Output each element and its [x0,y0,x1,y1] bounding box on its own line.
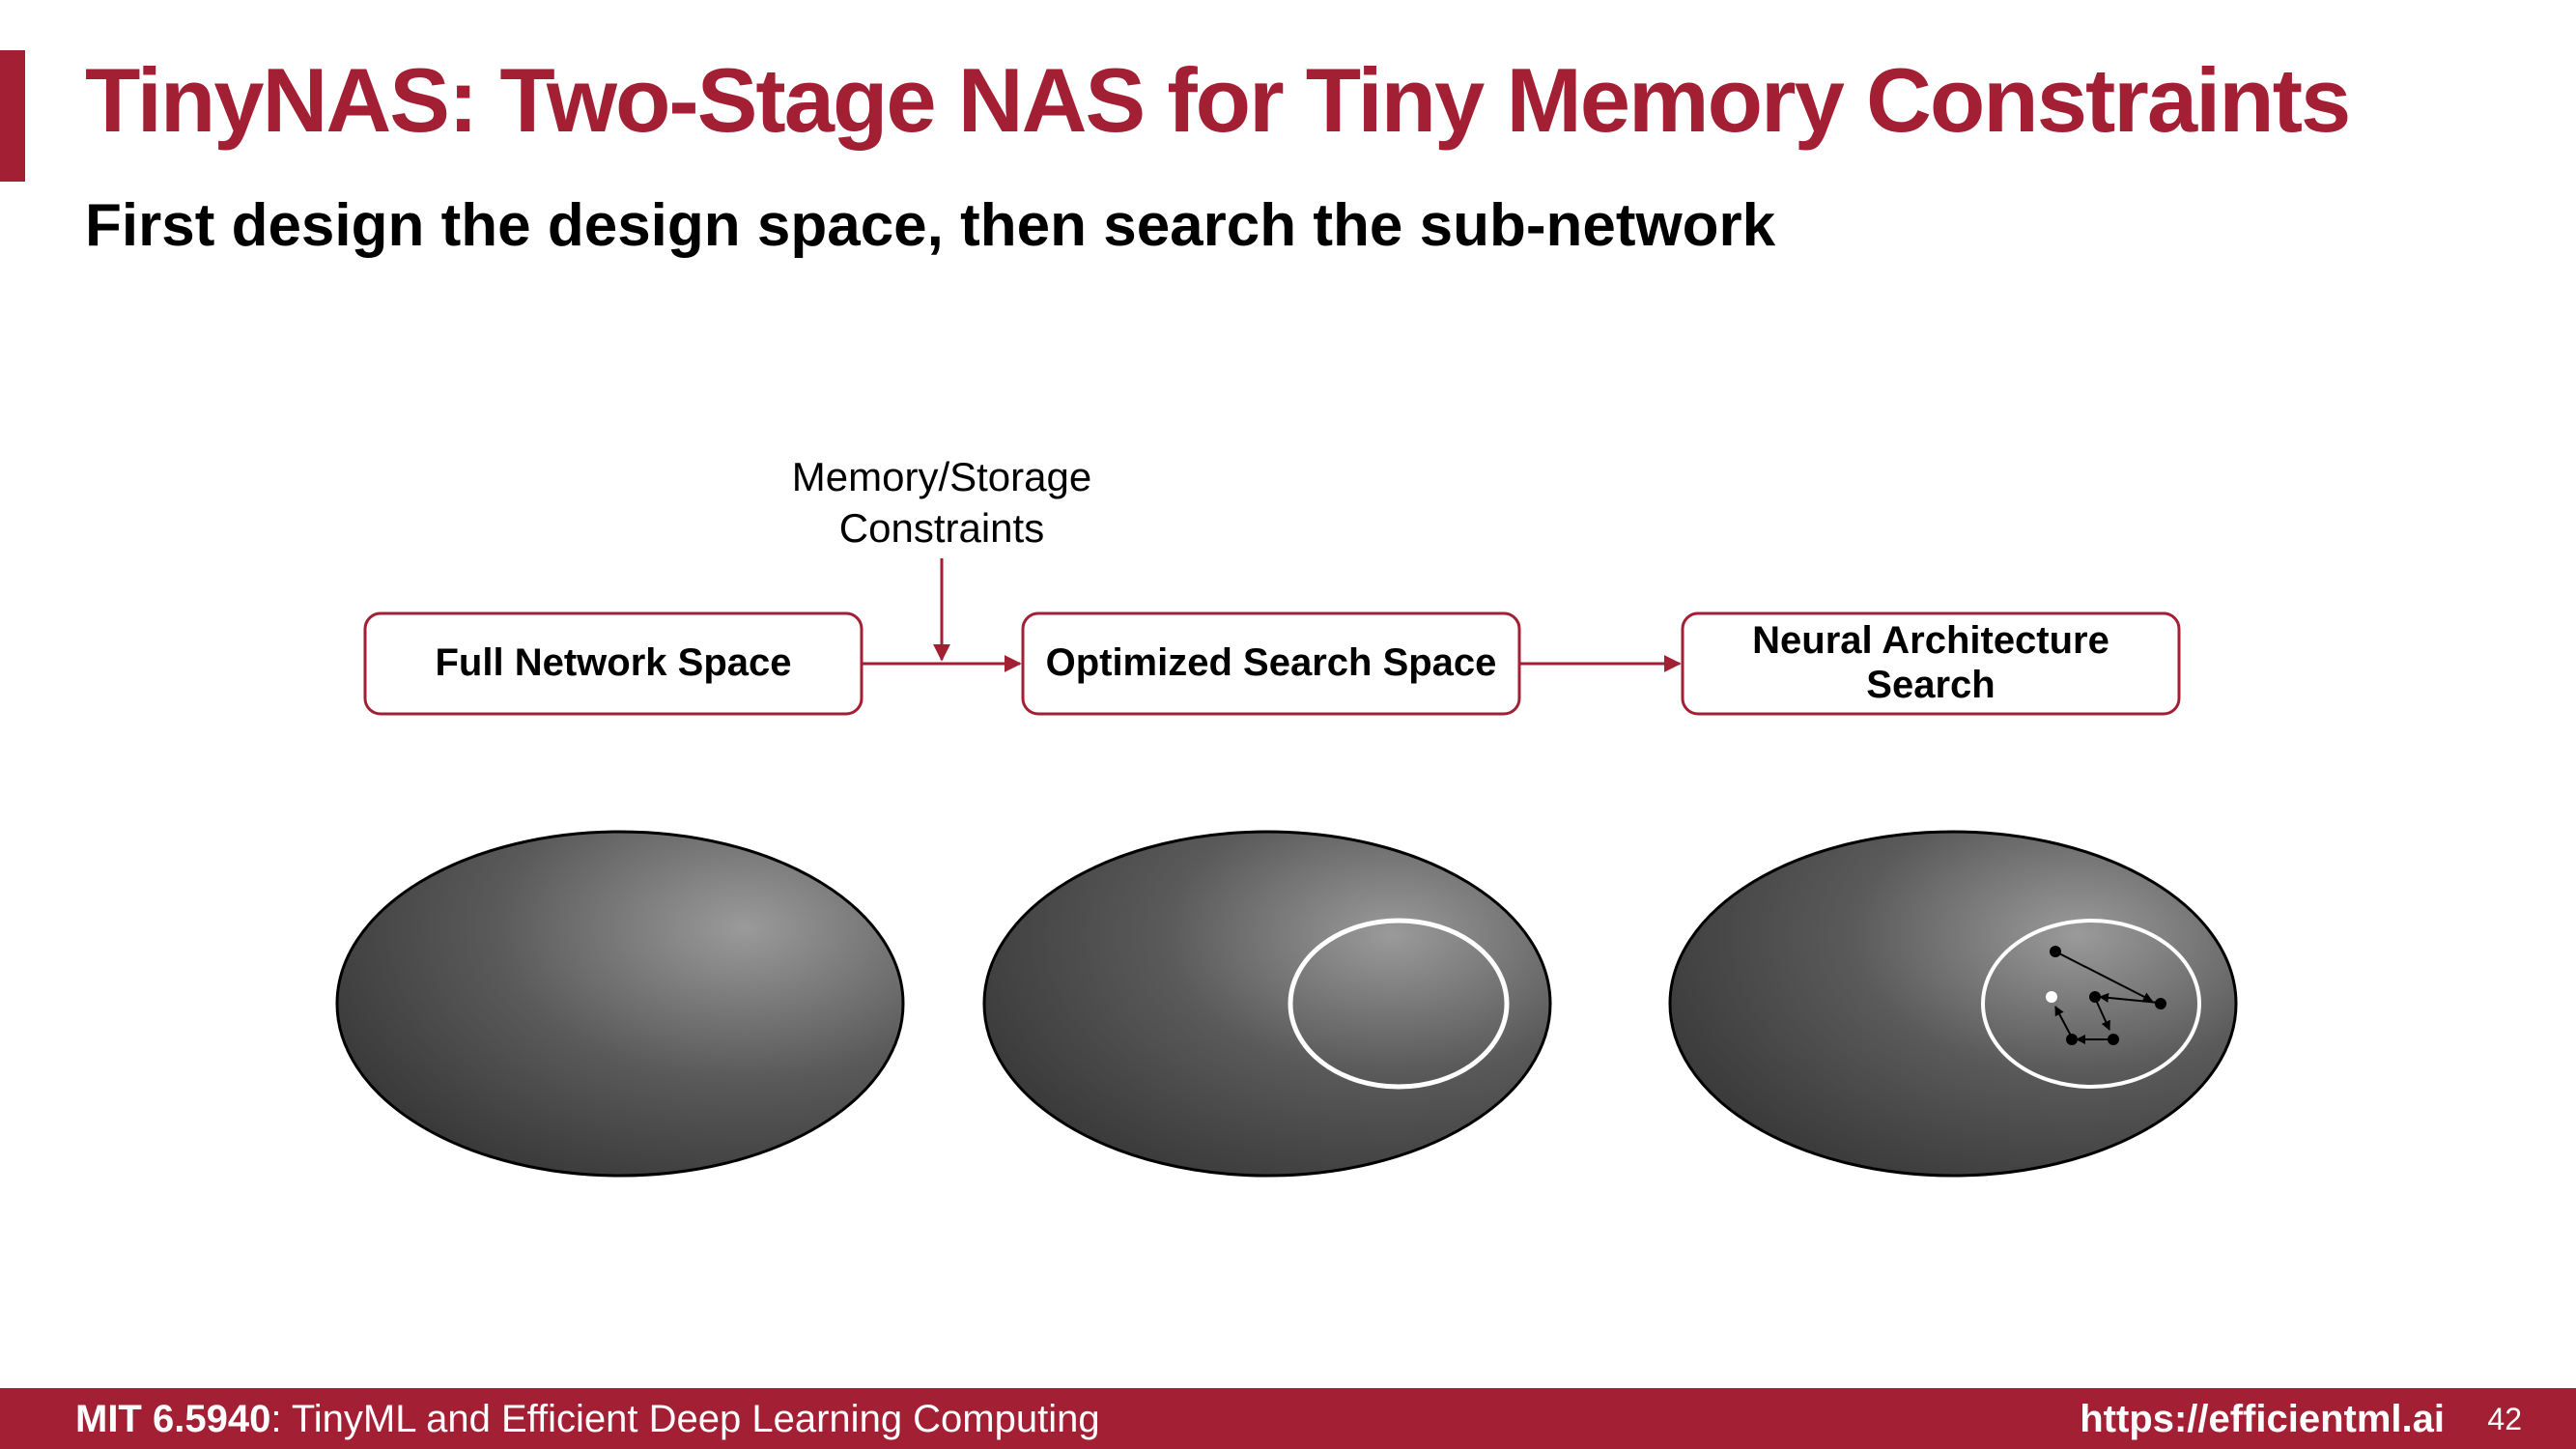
search-point [2089,991,2101,1003]
slide-subtitle: First design the design space, then sear… [85,192,1776,259]
title-accent-bar [0,50,25,182]
full-network-space-label: Full Network Space [436,641,792,684]
search-point [2066,1034,2078,1045]
footer-bar: MIT 6.5940: TinyML and Efficient Deep Le… [0,1388,2576,1449]
search-point-start [2050,946,2061,957]
optimized-subspace-ring [1288,918,1510,1090]
nas-label-line1: Neural Architecture [1752,619,2109,662]
search-point [2108,1034,2119,1045]
slide-title: TinyNAS: Two-Stage NAS for Tiny Memory C… [85,49,2351,151]
constraint-label-line1: Memory/Storage [792,454,1091,499]
footer-course: MIT 6.5940: TinyML and Efficient Deep Le… [75,1398,1100,1441]
footer-url-link[interactable]: https://efficientml.ai [2080,1398,2445,1440]
optimized-search-space-label: Optimized Search Space [1046,641,1497,684]
course-code: MIT 6.5940 [75,1398,271,1440]
search-step-1 [2054,951,2153,1002]
search-step-3 [2094,997,2110,1031]
neural-architecture-search-box [1681,611,2181,716]
search-step-2 [2099,992,2160,1004]
search-point [2155,998,2166,1009]
search-step-5 [2054,1006,2073,1038]
search-point-best [2046,991,2057,1003]
course-name: : TinyML and Efficient Deep Learning Com… [270,1398,1100,1440]
full-space-ellipse [335,830,905,1178]
nas-space-ellipse [1668,830,2238,1178]
optimized-space-ellipse [982,830,1552,1178]
nas-subspace-ring [1981,919,2201,1089]
constraint-label-line2: Constraints [839,505,1044,551]
page-number: 42 [2487,1402,2522,1436]
nas-label-line2: Search [1866,664,1995,706]
